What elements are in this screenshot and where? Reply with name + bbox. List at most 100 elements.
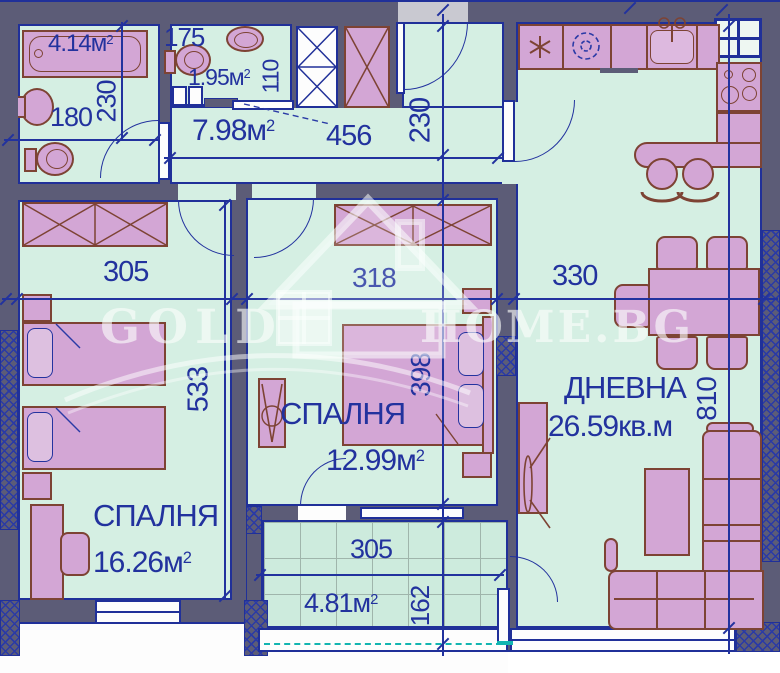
sofa-seam: [704, 524, 760, 526]
bedroom-center-depth-label: 398: [405, 353, 436, 397]
counter-divider: [646, 26, 648, 68]
living-balcony-door-leaf: [497, 588, 510, 644]
living-room-name: ДНЕВНА: [564, 370, 687, 405]
wc-toilet-inner: [184, 51, 204, 69]
desk-chair-icon: [60, 532, 90, 576]
wc-cabinet: [188, 86, 203, 106]
entry-opening: [398, 2, 468, 22]
bedroom-left-depth-label: 533: [182, 366, 215, 413]
bathroom-depth-label: 230: [91, 80, 122, 123]
balcony-door-opening: [298, 506, 346, 520]
dining-chair-icon: [656, 336, 698, 370]
hall-wardrobe-icon: [344, 26, 390, 108]
window-mullion: [512, 639, 734, 641]
bar-stool-icon: [646, 158, 678, 190]
living-depth-label: 810: [691, 377, 722, 421]
bathroom-width-label: 180: [50, 102, 93, 132]
shaft-icon: [296, 26, 338, 108]
hatch-center-wall: [496, 336, 516, 376]
living-room-area: 26.59кв.м: [548, 410, 673, 443]
wc-sink-icon: [226, 26, 264, 52]
bedroom-center-area: 12.99м2: [326, 444, 425, 477]
sink-backsplash: [18, 96, 26, 118]
hallway-area-label: 7.98м2: [192, 114, 275, 147]
dining-chair-icon: [706, 336, 748, 370]
wardrobe-center-icon: [334, 204, 492, 246]
wc-toilet-icon: [175, 44, 211, 76]
dim-line-vertical-443: [442, 14, 444, 656]
hatch-left-wall: [0, 330, 18, 530]
window-mullion: [97, 611, 179, 613]
pillow-icon: [458, 332, 484, 376]
bedroom-center-name: СПАЛНЯ: [280, 396, 406, 431]
wardrobe-left-icon: [22, 202, 168, 247]
wall-kitchen-left: [504, 22, 516, 102]
dining-chair-icon: [706, 236, 748, 270]
bar-stool-icon: [682, 158, 714, 190]
balcony-area-label: 4.81м2: [304, 588, 378, 618]
kitchen-counter-right: [716, 112, 762, 144]
dim-line-room-widths: [2, 298, 778, 300]
wc-sliding-door: [232, 100, 294, 110]
tv-stand: [518, 402, 548, 514]
dim-line-living-depth: [728, 14, 730, 654]
sofa-armrest: [604, 538, 618, 572]
counter-divider: [610, 26, 612, 68]
bedroom-left-name: СПАЛНЯ: [93, 498, 219, 533]
wc-area-label: 1.95м2: [188, 64, 251, 90]
bedroom-left-width-label: 305: [103, 256, 149, 288]
bathroom-area-label: 4.14м2: [48, 30, 114, 57]
bathroom-door-leaf: [158, 122, 170, 180]
burner: [742, 68, 756, 82]
balcony-depth-label: 162: [405, 585, 435, 627]
wc-depth-label: 110: [257, 59, 284, 94]
dim-line-hallway-width: [164, 157, 502, 159]
bathtub-drain: [34, 49, 43, 58]
bathtub-inner: [29, 36, 141, 72]
stove-icon: [716, 62, 762, 112]
burner: [742, 86, 757, 101]
dim-line-balcony-width: [256, 574, 504, 576]
toilet-bowl-inner: [46, 149, 68, 169]
counter-ledge: [600, 68, 638, 73]
wc-sink-inner: [234, 32, 258, 48]
dining-table-icon: [648, 268, 760, 336]
hallway-width-label: 456: [326, 120, 372, 152]
bedroom-left-door-opening: [178, 184, 236, 200]
outer-edge-top: [0, 0, 780, 2]
exterior-bottom-left: [0, 622, 262, 673]
dim-line-bedroom-left-depth: [224, 202, 226, 600]
sofa-seam: [614, 598, 754, 600]
dim-line-bathroom-depth: [121, 22, 123, 140]
pillow-icon: [27, 412, 53, 462]
wc-cabinet: [172, 86, 187, 106]
hatch-corner-bl1: [0, 600, 20, 656]
exterior-below-balcony: [262, 652, 508, 673]
kitchen-counter: [518, 24, 720, 70]
bedroom-left-window: [95, 600, 181, 624]
wc-width-label: 175: [164, 22, 205, 52]
toilet-icon: [36, 142, 74, 176]
sofa-seam: [704, 572, 706, 628]
living-width-label: 330: [552, 260, 598, 292]
kitchen-sink-icon: [650, 30, 694, 64]
dim-line-bathroom-width: [4, 139, 158, 141]
hatch-balcony-col: [246, 506, 262, 534]
bedroom-center-width-label: 318: [352, 262, 397, 293]
kitchen-window: [714, 18, 762, 58]
bedroom-left-area: 16.26м2: [93, 546, 192, 579]
nightstand-icon: [22, 472, 52, 500]
bedroom-center-door-opening: [252, 184, 316, 198]
entry-depth-label: 230: [404, 97, 437, 144]
balcony-width-label: 305: [350, 534, 393, 564]
hatch-right-wall: [762, 230, 780, 562]
living-window: [510, 628, 736, 652]
teal-sill: [497, 641, 513, 645]
pillow-icon: [27, 328, 53, 378]
desk-icon: [30, 504, 64, 600]
kitchen-door-leaf: [502, 100, 515, 162]
counter-divider: [696, 26, 698, 68]
sofa-horizontal: [608, 570, 764, 630]
sofa-seam: [704, 478, 760, 480]
